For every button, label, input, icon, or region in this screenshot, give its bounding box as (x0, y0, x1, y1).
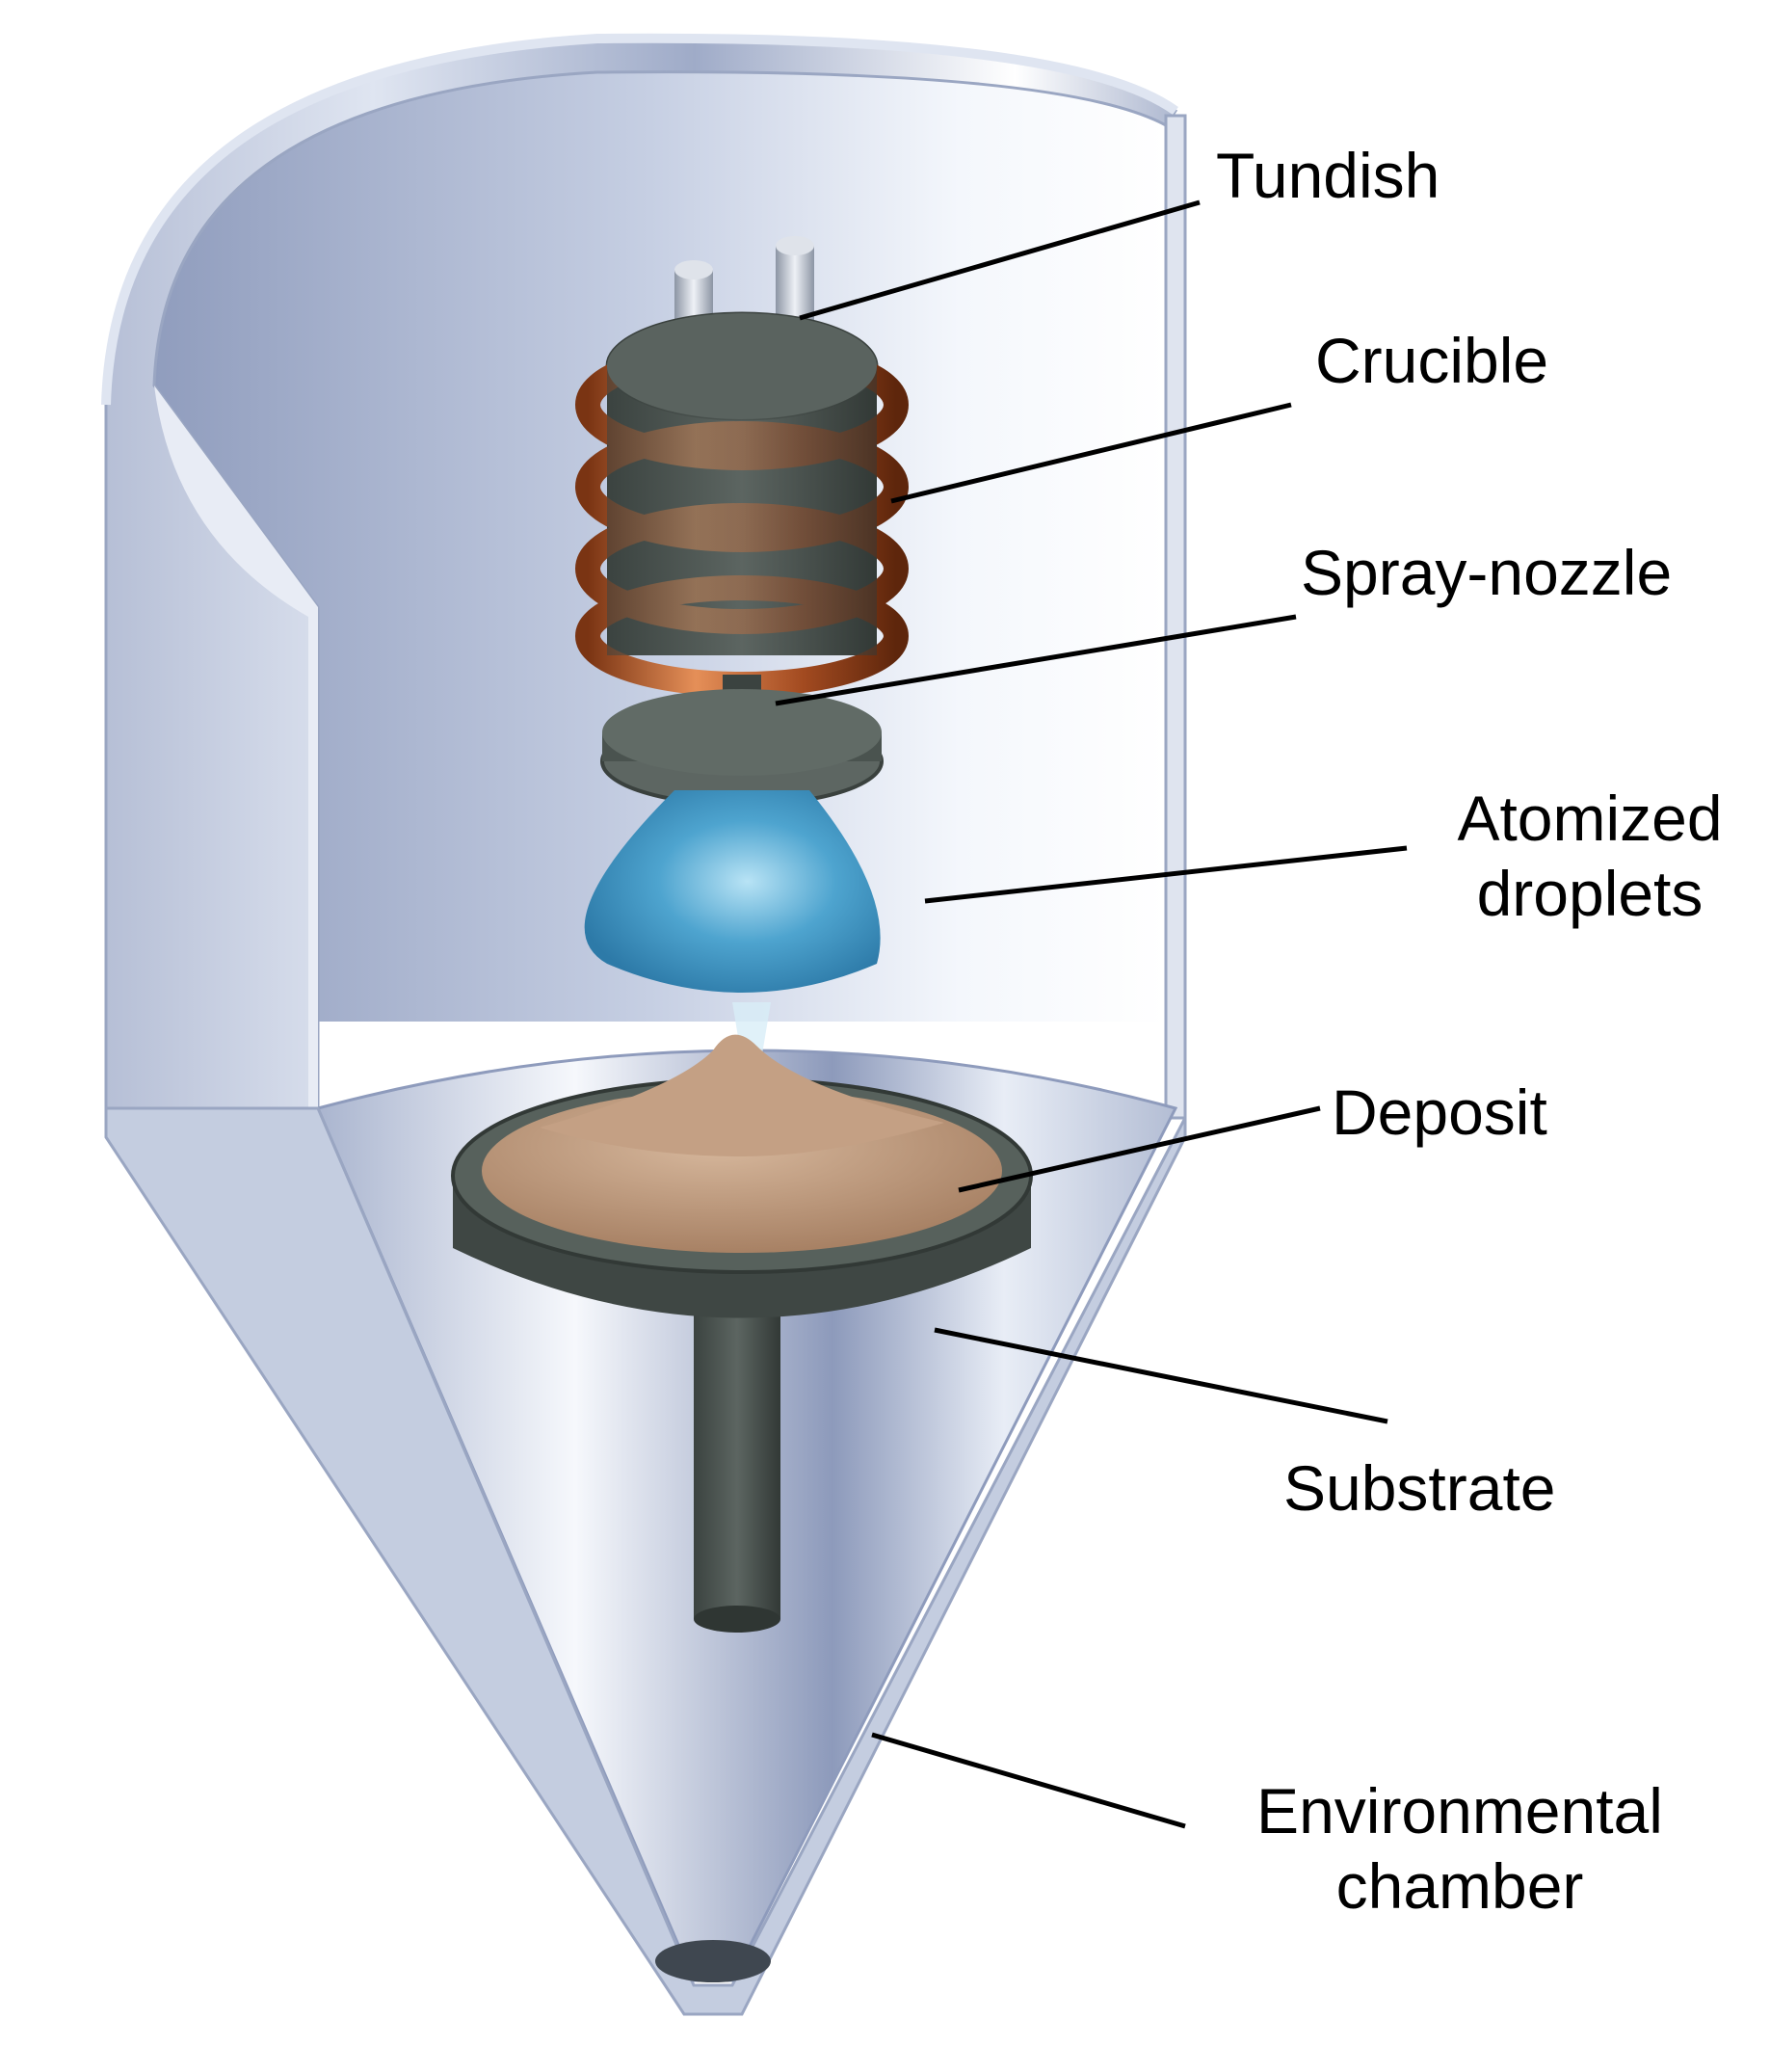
leader-line-deposit (958, 1105, 1321, 1193)
leader-line-spray-nozzle (775, 614, 1297, 706)
label-environmental-chamber-line-2: chamber (1335, 1850, 1584, 1922)
leader-line-environmental-chamber (871, 1732, 1186, 1829)
spray-nozzle-shape (600, 675, 884, 807)
leader-line-tundish (799, 199, 1201, 321)
label-atomized-droplets-line-1: Atomized (1457, 783, 1723, 854)
leader-line-crucible (890, 402, 1292, 504)
label-tundish: Tundish (1216, 140, 1440, 211)
leader-line-atomized-droplets (924, 845, 1408, 904)
label-environmental-chamber: Environmental chamber (1209, 1773, 1710, 1924)
label-spray-nozzle: Spray-nozzle (1301, 537, 1673, 608)
label-deposit: Deposit (1332, 1076, 1547, 1148)
crucible-shape (575, 311, 909, 697)
label-crucible: Crucible (1315, 325, 1549, 396)
label-environmental-chamber-line-1: Environmental (1256, 1775, 1663, 1846)
label-atomized-droplets-line-2: droplets (1476, 858, 1704, 929)
label-substrate: Substrate (1283, 1452, 1556, 1524)
leader-line-substrate (934, 1327, 1388, 1424)
leader-lines (775, 199, 1408, 1829)
deposit-shape (482, 1034, 1002, 1253)
label-atomized-droplets: Atomized droplets (1426, 781, 1754, 931)
